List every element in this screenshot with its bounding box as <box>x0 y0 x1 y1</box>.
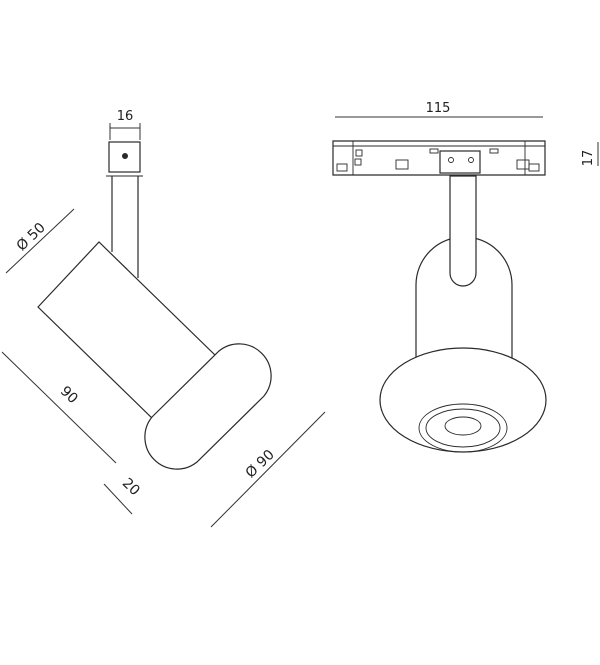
spot-head <box>144 343 272 470</box>
dim-line-90 <box>1 351 117 464</box>
track-adapter-outline <box>332 140 546 176</box>
track-slot-2 <box>354 158 362 166</box>
track-screw-left <box>448 157 454 163</box>
track-screw-right <box>468 157 474 163</box>
front-stem <box>449 175 477 287</box>
track-slot-4 <box>489 148 499 154</box>
track-adapter <box>332 140 546 176</box>
dim-line-90-dia <box>210 411 326 528</box>
adapter-screw <box>122 153 128 159</box>
dim-label-16: 16 <box>117 109 134 124</box>
dim-label-115: 115 <box>426 101 451 116</box>
dim-label-90: 90 <box>57 383 81 407</box>
front-bezel-inner <box>425 408 501 448</box>
track-clip-left <box>336 163 348 172</box>
track-slot-1 <box>355 149 363 157</box>
track-slot-3 <box>429 148 439 154</box>
track-clip-right <box>528 163 540 172</box>
dim-line-20 <box>103 483 133 515</box>
track-connector-left <box>395 159 409 170</box>
dim-label-17: 17 <box>581 150 596 167</box>
front-view: 115 17 <box>332 101 599 453</box>
dim-line-50 <box>5 208 75 274</box>
side-view: 16 Ø 50 90 20 Ø 90 <box>1 109 326 528</box>
track-center-block <box>439 150 481 174</box>
dim-label-90-dia: Ø 90 <box>243 447 278 482</box>
dim-label-20: 20 <box>119 475 143 499</box>
front-head-disc <box>379 347 547 453</box>
front-lens <box>444 416 482 436</box>
front-bezel-outer <box>418 403 508 453</box>
